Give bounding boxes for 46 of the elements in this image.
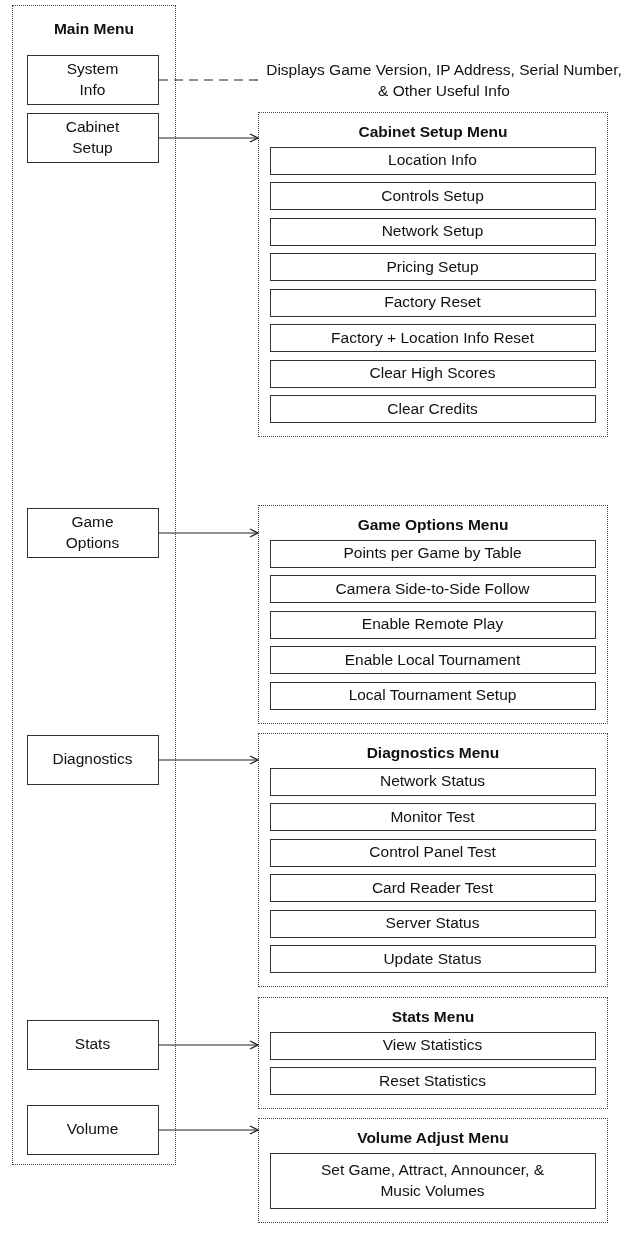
menu-item: Local Tournament Setup bbox=[269, 681, 596, 710]
menu-item: Stats bbox=[26, 1019, 159, 1070]
menu-item: Controls Setup bbox=[269, 182, 596, 210]
menu-item: View Statistics bbox=[269, 1031, 596, 1060]
menu-item: Enable Local Tournament bbox=[269, 646, 596, 674]
menu-item: Update Status bbox=[269, 945, 596, 973]
menu-item: System Info bbox=[26, 54, 159, 105]
arrow bbox=[158, 133, 259, 143]
menu-panel bbox=[258, 1118, 608, 1223]
menu-item: Enable Remote Play bbox=[269, 610, 596, 639]
menu-item: Control Panel Test bbox=[269, 838, 596, 867]
menu-title: Main Menu bbox=[53, 20, 135, 38]
menu-panel bbox=[258, 112, 608, 437]
menu-item: Clear Credits bbox=[269, 395, 596, 423]
menu-item: Game Options bbox=[26, 507, 159, 558]
menu-panel bbox=[258, 997, 608, 1109]
menu-title: Diagnostics Menu bbox=[366, 744, 500, 762]
arrow bbox=[158, 1040, 259, 1050]
menu-title: Game Options Menu bbox=[357, 516, 509, 534]
menu-item: Reset Statistics bbox=[269, 1067, 596, 1095]
menu-item: Diagnostics bbox=[26, 734, 159, 785]
menu-item: Location Info bbox=[269, 146, 596, 175]
description-text: Displays Game Version, IP Address, Serial Number, & Other Useful Info bbox=[262, 52, 626, 110]
menu-item: Monitor Test bbox=[269, 803, 596, 831]
arrow bbox=[158, 755, 259, 765]
menu-item: Camera Side-to-Side Follow bbox=[269, 575, 596, 603]
menu-item: Network Setup bbox=[269, 217, 596, 246]
menu-item: Clear High Scores bbox=[269, 359, 596, 388]
menu-item: Pricing Setup bbox=[269, 253, 596, 281]
menu-panel bbox=[258, 733, 608, 987]
menu-panel bbox=[12, 5, 176, 1165]
menu-item: Factory + Location Info Reset bbox=[269, 324, 596, 352]
menu-item: Card Reader Test bbox=[269, 874, 596, 902]
menu-title: Volume Adjust Menu bbox=[357, 1129, 509, 1147]
arrow bbox=[158, 528, 259, 538]
menu-item: Volume bbox=[26, 1104, 159, 1155]
menu-item: Factory Reset bbox=[269, 288, 596, 317]
menu-item: Server Status bbox=[269, 909, 596, 938]
menu-item: Network Status bbox=[269, 767, 596, 796]
menu-item: Points per Game by Table bbox=[269, 539, 596, 568]
menu-title: Cabinet Setup Menu bbox=[358, 123, 508, 141]
menu-panel bbox=[258, 505, 608, 724]
menu-title: Stats Menu bbox=[391, 1008, 475, 1026]
menu-item: Set Game, Attract, Announcer, & Music Volumes bbox=[269, 1152, 596, 1209]
menu-item: Cabinet Setup bbox=[26, 112, 159, 163]
arrow bbox=[158, 1125, 259, 1135]
